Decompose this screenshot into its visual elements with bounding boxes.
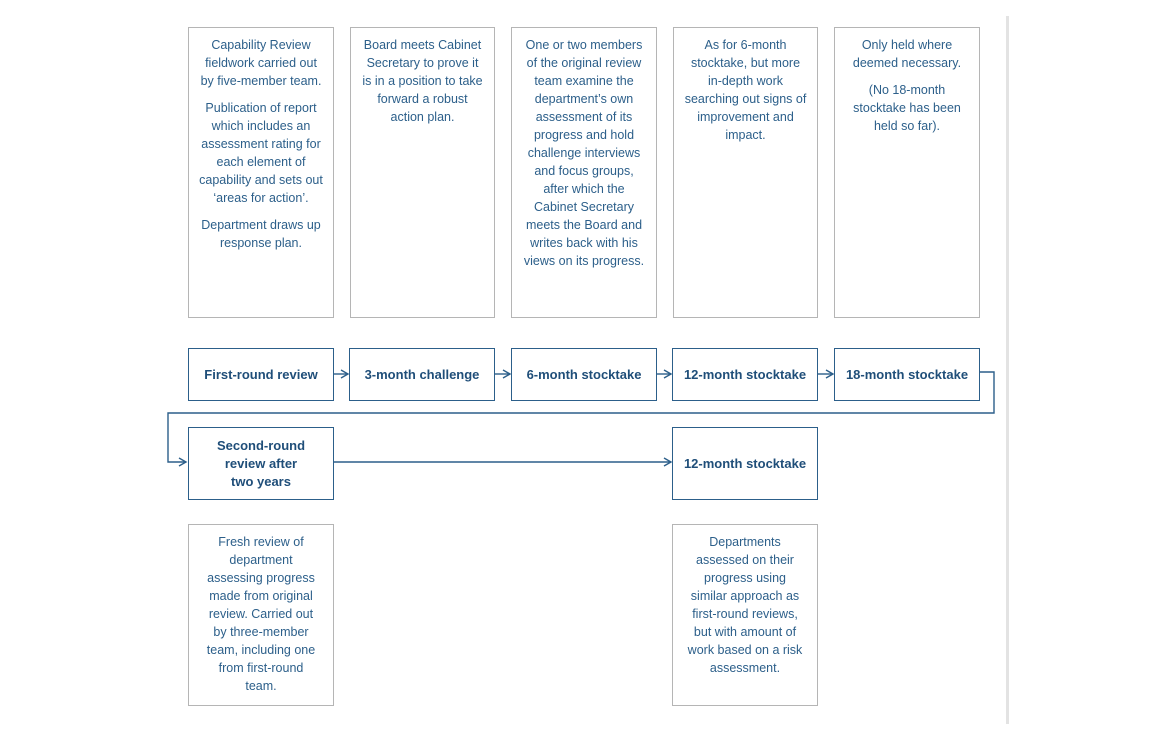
stage-first-round-review: First-round review — [188, 348, 334, 401]
arrow-18month-to-second-round — [167, 371, 995, 467]
stage-6-month-stocktake: 6-month stocktake — [511, 348, 657, 401]
stage-second-round-review: Second-round review after two years — [188, 427, 334, 500]
first-round-description: Capability Review fieldwork carried out … — [188, 27, 334, 318]
stage-12-month-stocktake: 12-month stocktake — [672, 348, 818, 401]
challenge-description: Board meets Cabinet Secretary to prove i… — [350, 27, 495, 318]
stage-18-month-stocktake: 18-month stocktake — [834, 348, 980, 401]
stage-3-month-challenge: 3-month challenge — [349, 348, 495, 401]
eighteen-month-description: Only held where deemed necessary. (No 18… — [834, 27, 980, 318]
second-round-description: Fresh review of department assessing pro… — [188, 524, 334, 706]
six-month-description: One or two members of the original revie… — [511, 27, 657, 318]
second-twelve-month-description: Departments assessed on their progress u… — [672, 524, 818, 706]
stage-second-12-month-stocktake: 12-month stocktake — [672, 427, 818, 500]
page-edge-divider — [1006, 16, 1009, 724]
twelve-month-description: As for 6-month stocktake, but more in-de… — [673, 27, 818, 318]
